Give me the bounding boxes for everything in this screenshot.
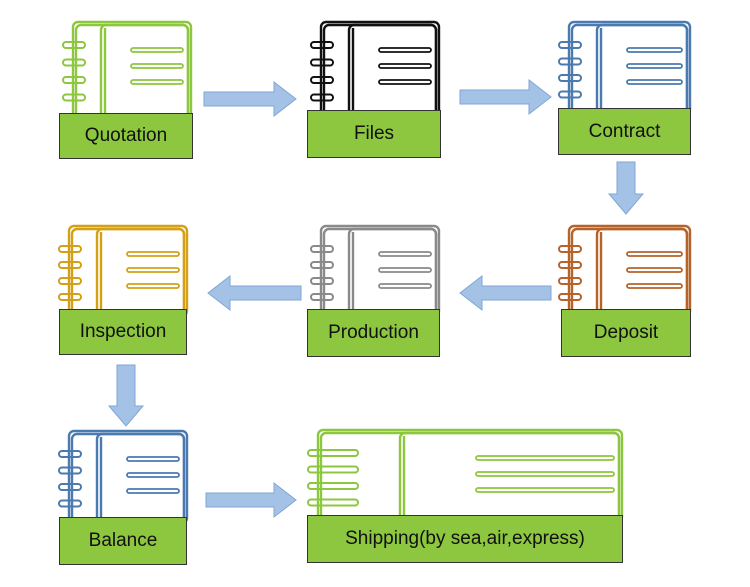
notebook-icon-shipping — [307, 428, 624, 524]
step-label-contract: Contract — [558, 108, 691, 155]
step-label-deposit: Deposit — [561, 309, 691, 357]
arrow-contract-to-deposit — [607, 161, 645, 215]
notebook-icon-files — [310, 20, 441, 120]
step-label-inspection: Inspection — [59, 309, 187, 355]
arrow-files-to-contract — [459, 78, 552, 116]
notebook-icon-quotation — [62, 20, 193, 120]
notebook-icon-contract — [558, 20, 692, 116]
arrow-balance-to-shipping — [205, 481, 297, 519]
arrow-deposit-to-production — [459, 274, 552, 312]
step-label-balance: Balance — [59, 517, 187, 565]
step-label-files: Files — [307, 110, 441, 158]
notebook-icon-balance — [58, 429, 189, 525]
arrow-inspection-to-balance — [107, 364, 145, 427]
notebook-icon-inspection — [58, 224, 189, 318]
step-label-quotation: Quotation — [59, 113, 193, 159]
arrow-production-to-inspection — [207, 274, 302, 312]
notebook-icon-deposit — [558, 224, 692, 318]
arrow-quotation-to-files — [203, 80, 297, 118]
notebook-icon-production — [310, 224, 441, 318]
step-label-production: Production — [307, 309, 440, 357]
step-label-shipping: Shipping(by sea,air,express) — [307, 515, 623, 563]
